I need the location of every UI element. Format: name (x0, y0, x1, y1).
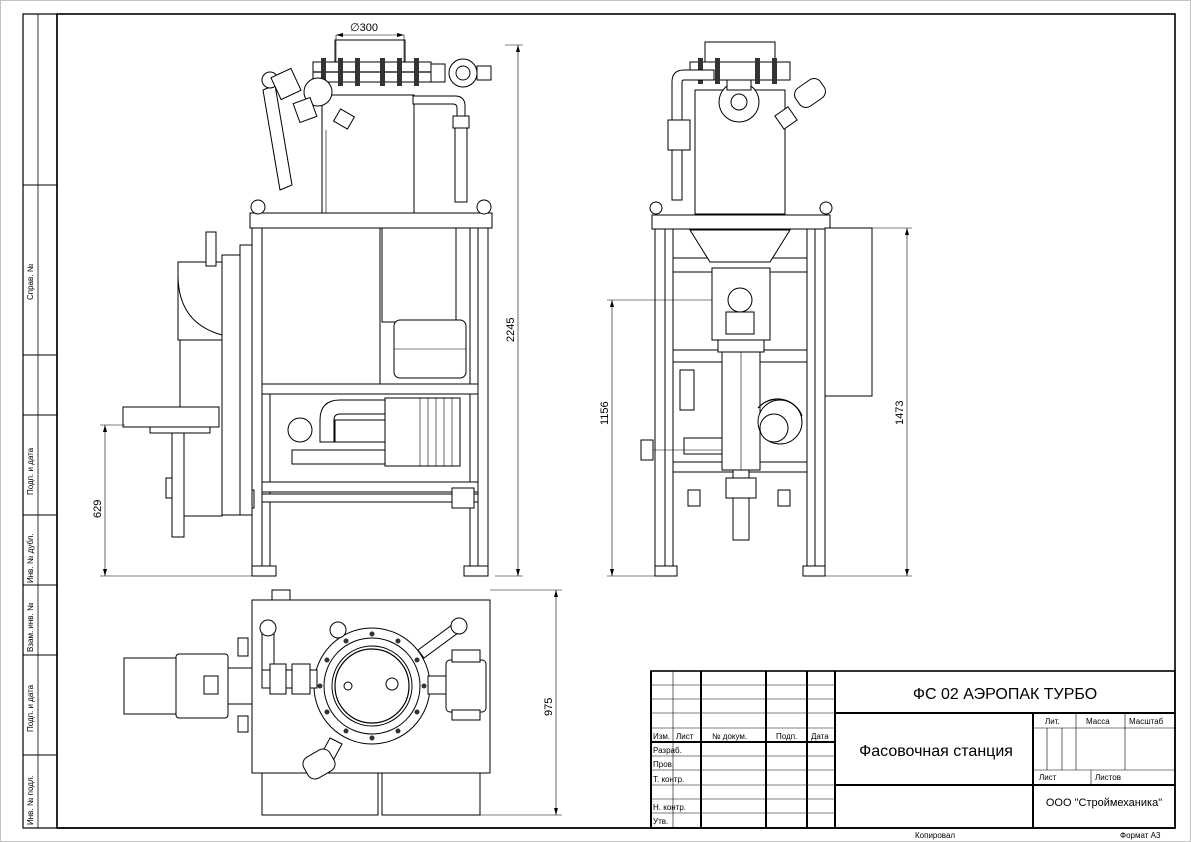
organization-name: ООО "Строймеханика" (1046, 797, 1162, 809)
stamp-label-3: Инв. № дубл. (26, 533, 35, 583)
dim-1156: 1156 (599, 401, 611, 425)
row-tkontr: Т. контр. (653, 775, 684, 784)
col-header-list: Лист (676, 732, 694, 741)
format-label: Формат А3 (1120, 831, 1161, 840)
row-nkontr: Н. контр. (653, 803, 686, 812)
dim-2245: 2245 (505, 318, 517, 342)
col-header-date: Дата (811, 732, 829, 741)
stamp-label-2: Подп. и дата (26, 447, 35, 495)
dim-629: 629 (92, 500, 104, 518)
dim-diameter-300: ∅300 (350, 22, 378, 34)
stamp-label-6: Инв. № подл. (26, 775, 35, 825)
mass-label: Масса (1086, 717, 1110, 726)
col-header-doc: № докум. (712, 732, 747, 741)
side-dimensions: 1156 1473 (599, 227, 912, 577)
row-razrab: Разраб. (653, 746, 682, 755)
stamp-label-4: Взам. инв. № (26, 602, 35, 652)
scale-label: Масштаб (1129, 717, 1164, 726)
title-block: ФС 02 АЭРОПАК ТУРБО Фасовочная станция О… (650, 670, 1176, 840)
row-prov: Пров. (653, 760, 674, 769)
sheets-label: Листов (1095, 773, 1121, 782)
dim-1473: 1473 (894, 401, 906, 425)
stamp-label-1: Справ. № (26, 263, 35, 300)
stamp-label-5: Подп. и дата (26, 684, 35, 732)
plan-view (123, 589, 491, 816)
col-header-sign: Подп. (776, 732, 797, 741)
col-header-izm: Изм. (653, 732, 670, 741)
side-view (640, 41, 873, 577)
drawing-designation: ФС 02 АЭРОПАК ТУРБО (913, 686, 1097, 703)
row-utv: Утв. (653, 817, 668, 826)
side-stamp: Справ. № Подп. и дата Инв. № дубл. Взам.… (22, 13, 58, 829)
front-dimensions: ∅300 2245 629 (92, 22, 523, 577)
lit-label: Лит. (1045, 717, 1060, 726)
drawing-name: Фасовочная станция (859, 743, 1013, 760)
copied-label: Копировал (915, 831, 955, 840)
flange-bolts (317, 631, 427, 741)
sheet-label: Лист (1039, 773, 1057, 782)
dim-975: 975 (543, 698, 555, 716)
plan-dimensions: 975 (480, 589, 562, 816)
front-view (122, 39, 493, 577)
